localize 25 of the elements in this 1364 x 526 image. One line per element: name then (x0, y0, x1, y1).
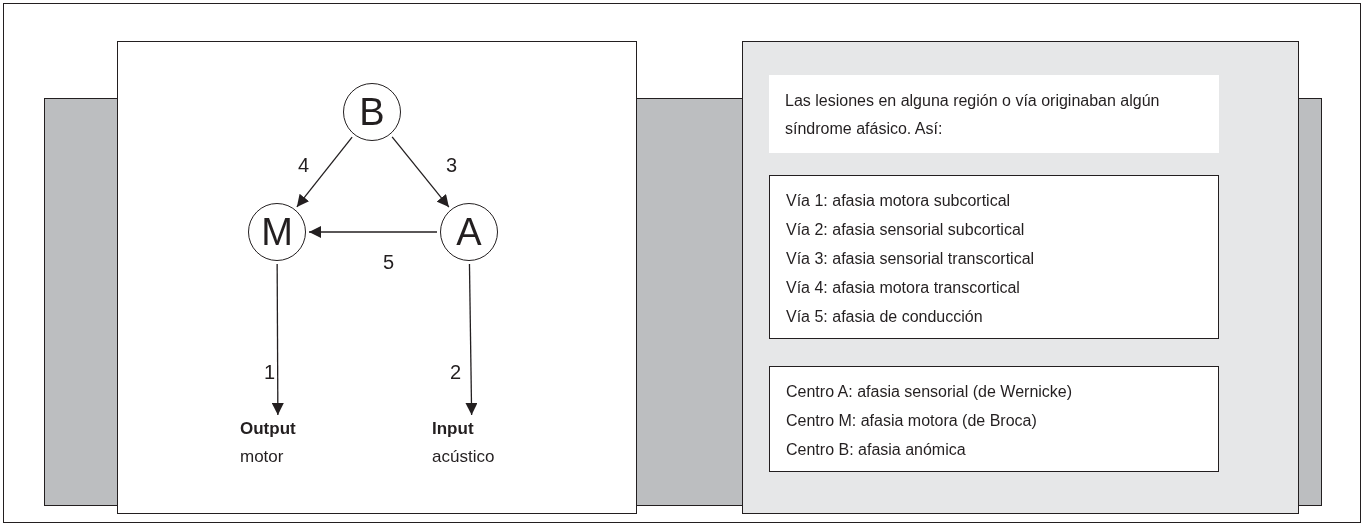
edge-label: 4 (296, 155, 312, 175)
list-item: Centro A: afasia sensorial (de Wernicke) (786, 382, 1074, 402)
arrow (391, 136, 450, 208)
edge-label: 3 (444, 155, 460, 175)
arrow (271, 263, 284, 416)
edge-label: 1 (262, 362, 278, 382)
list-item: Vía 4: afasia motora transcortical (786, 278, 1021, 298)
list-box (769, 175, 1219, 339)
terminal-heading: Input (432, 418, 475, 440)
edge-label: 5 (381, 252, 397, 272)
list-item: Centro M: afasia motora (de Broca) (786, 411, 1038, 431)
list-box (769, 366, 1219, 472)
edge-label: 2 (448, 362, 464, 382)
list-item: Vía 2: afasia sensorial subcortical (786, 220, 1026, 240)
list-item: Vía 1: afasia motora subcortical (786, 191, 1012, 211)
terminal-heading: Output (240, 418, 297, 440)
arrow (296, 136, 353, 208)
arrow (308, 226, 438, 238)
list-item: Centro B: afasia anómica (786, 440, 967, 460)
intro-box: Las lesiones en alguna región o vía originaban algún síndrome afásico. Así: (769, 75, 1219, 153)
list-item: Vía 5: afasia de conducción (786, 307, 984, 327)
arrow (465, 263, 478, 416)
terminal-text: acústico (432, 446, 496, 468)
terminal-text: motor (240, 446, 285, 468)
list-item: Vía 3: afasia sensorial transcortical (786, 249, 1036, 269)
